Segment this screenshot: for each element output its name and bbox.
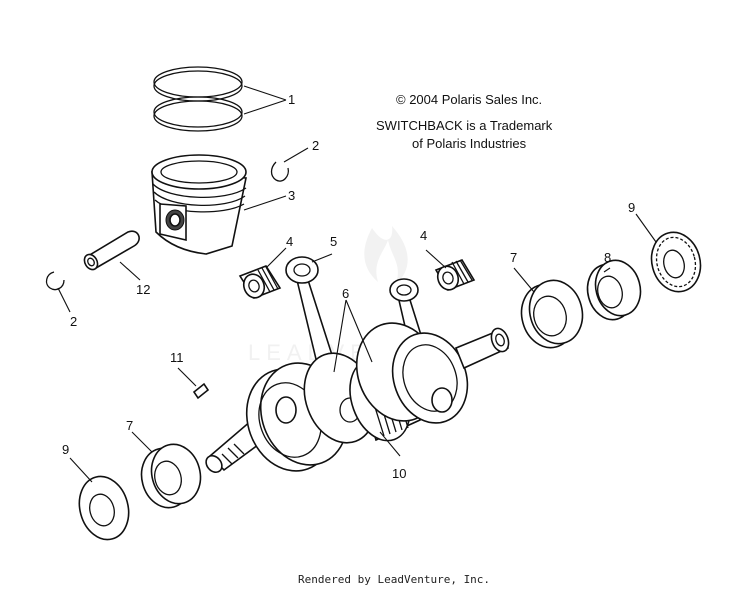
piston-rings bbox=[153, 66, 243, 132]
needle-bearing-left bbox=[238, 265, 282, 299]
callout-7-right: 7 bbox=[510, 250, 517, 265]
callout-11: 11 bbox=[170, 350, 184, 365]
callout-10: 10 bbox=[392, 466, 406, 481]
bearing-seal-left bbox=[140, 443, 202, 509]
footer-credit: Rendered by LeadVenture, Inc. bbox=[298, 573, 490, 586]
circlip-lower bbox=[45, 271, 65, 291]
circlip-upper bbox=[270, 161, 289, 182]
bearing-seal-right bbox=[520, 279, 584, 349]
callout-4-right: 4 bbox=[420, 228, 427, 243]
seal-outer-right bbox=[650, 231, 702, 293]
copyright-note: © 2004 Polaris Sales Inc. bbox=[396, 92, 542, 107]
callout-3: 3 bbox=[288, 188, 295, 203]
piston bbox=[151, 154, 247, 255]
callout-4-left: 4 bbox=[286, 234, 293, 249]
callout-9-left: 9 bbox=[62, 442, 69, 457]
leader-lines bbox=[57, 85, 657, 483]
callout-2-lower: 2 bbox=[70, 314, 77, 329]
seal-outer-left bbox=[78, 475, 130, 541]
callout-8: 8 bbox=[604, 250, 611, 265]
callout-6: 6 bbox=[342, 286, 349, 301]
callout-5: 5 bbox=[330, 234, 337, 249]
callout-12: 12 bbox=[136, 282, 150, 297]
piston-pin bbox=[83, 230, 140, 271]
callout-2-upper: 2 bbox=[312, 138, 319, 153]
crankshaft bbox=[205, 322, 510, 474]
trademark-line-1: SWITCHBACK is a Trademark bbox=[376, 118, 553, 133]
trademark-line-2: of Polaris Industries bbox=[412, 136, 527, 151]
woodruff-key bbox=[192, 382, 210, 400]
callout-9-right: 9 bbox=[628, 200, 635, 215]
bearing-ring bbox=[586, 259, 642, 321]
callout-1: 1 bbox=[288, 92, 295, 107]
needle-bearing-right bbox=[434, 259, 476, 291]
callout-7-left: 7 bbox=[126, 418, 133, 433]
